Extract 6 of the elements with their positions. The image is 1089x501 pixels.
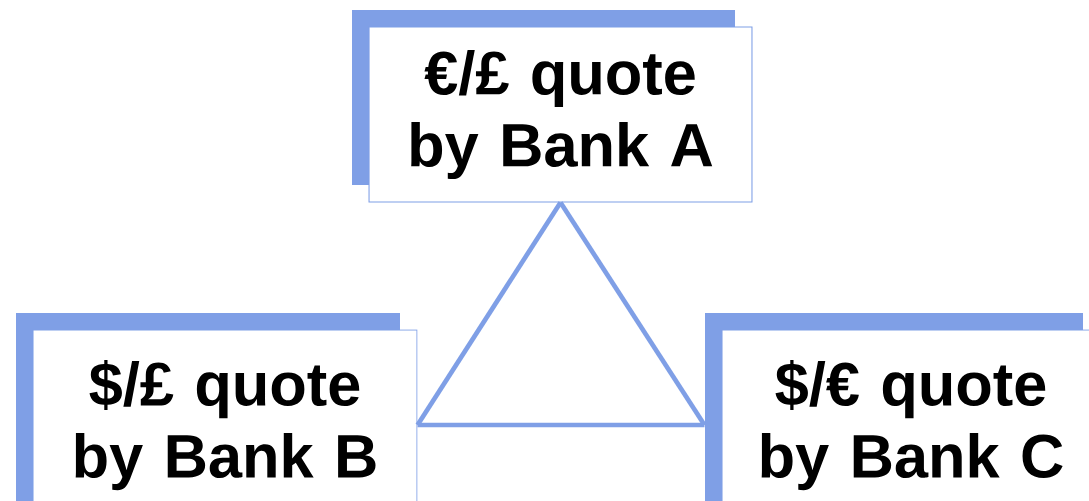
- quote-box: $/£ quote by Bank B: [16, 313, 418, 501]
- quote-box: $/€ quote by Bank C: [705, 313, 1089, 501]
- connector-line: [417, 422, 705, 428]
- connector-line: [415, 201, 563, 427]
- connector-line: [558, 201, 707, 427]
- quote-box: €/£ quote by Bank A: [352, 10, 753, 203]
